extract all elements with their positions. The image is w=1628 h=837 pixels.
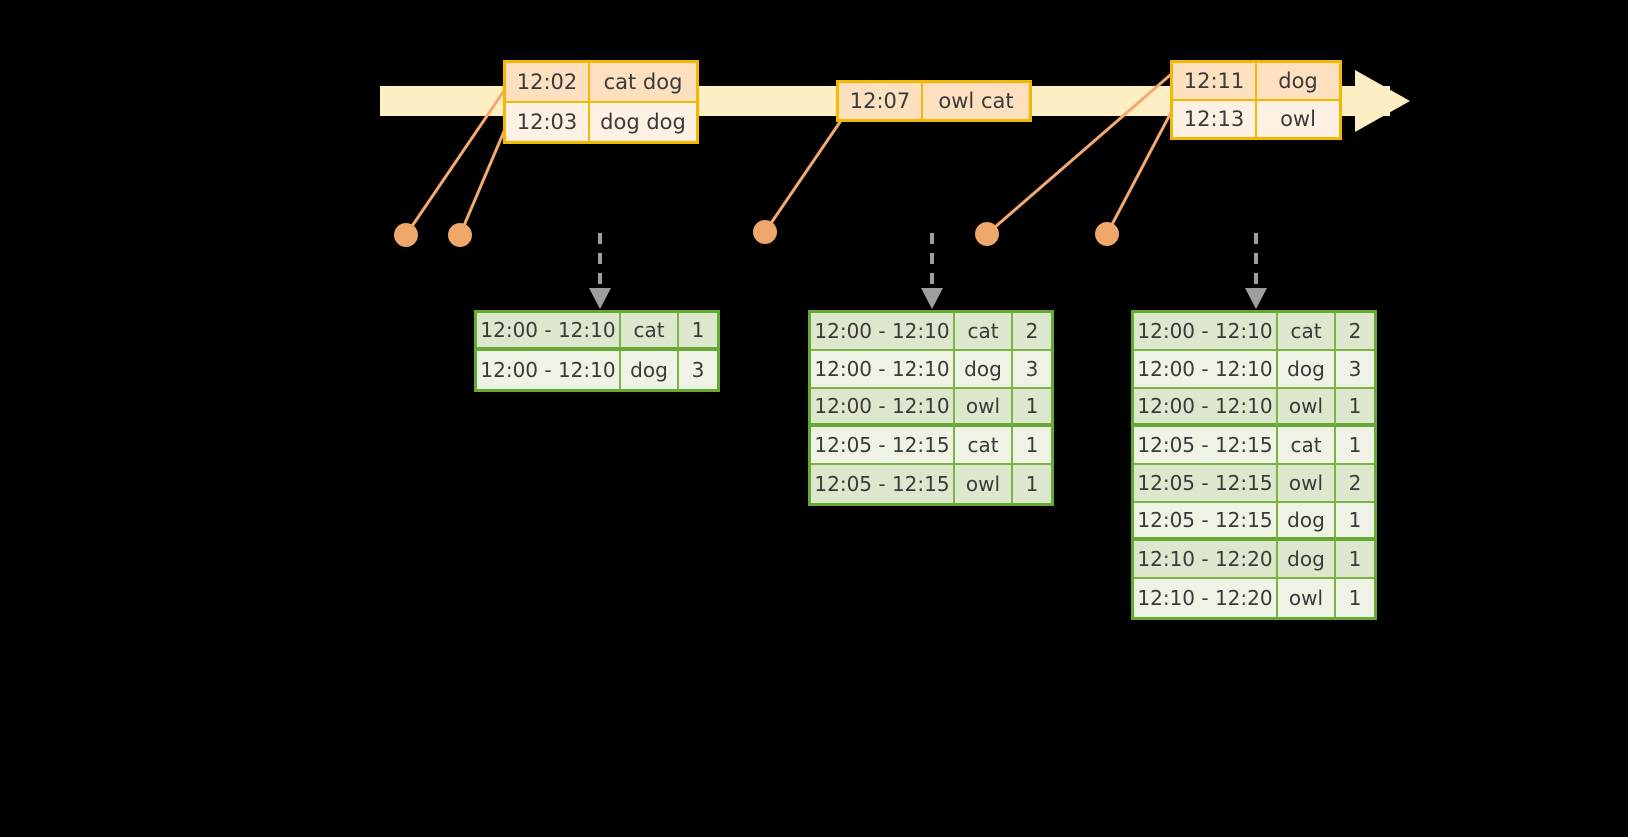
emit-arrow-2 <box>921 233 943 309</box>
count-cell: 1 <box>679 313 717 351</box>
dot-1 <box>394 223 418 247</box>
word-cell: cat <box>621 313 679 351</box>
event-group-2: 12:07 owl cat <box>836 80 1032 122</box>
count-cell: 1 <box>1336 579 1374 617</box>
event-timestamp: 12:02 <box>506 63 590 101</box>
count-cell: 1 <box>1336 503 1374 541</box>
window-cell: 12:05 - 12:15 <box>1134 427 1278 465</box>
table-row: 12:10 - 12:20 owl 1 <box>1134 579 1374 617</box>
dot-2 <box>448 223 472 247</box>
word-cell: cat <box>1278 427 1336 465</box>
window-cell: 12:00 - 12:10 <box>477 351 621 389</box>
event-timestamp: 12:11 <box>1173 63 1257 99</box>
event-row: 12:11 dog <box>1173 63 1339 99</box>
event-row: 12:07 owl cat <box>839 83 1029 119</box>
count-cell: 1 <box>1013 427 1051 465</box>
emit-arrow-1 <box>589 233 611 309</box>
event-row: 12:03 dog dog <box>506 101 696 141</box>
dot-5 <box>1095 222 1119 246</box>
count-cell: 3 <box>679 351 717 389</box>
event-words: owl <box>1257 101 1339 137</box>
window-cell: 12:10 - 12:20 <box>1134 541 1278 579</box>
event-words: dog <box>1257 63 1339 99</box>
count-cell: 1 <box>1336 427 1374 465</box>
count-cell: 3 <box>1013 351 1051 389</box>
window-cell: 12:00 - 12:10 <box>811 351 955 389</box>
word-cell: cat <box>955 427 1013 465</box>
word-cell: owl <box>1278 579 1336 617</box>
event-words: owl cat <box>923 83 1029 119</box>
word-cell: dog <box>955 351 1013 389</box>
window-cell: 12:05 - 12:15 <box>811 427 955 465</box>
table-row: 12:00 - 12:10 cat 1 <box>477 313 717 351</box>
word-cell: dog <box>1278 503 1336 541</box>
count-cell: 2 <box>1336 313 1374 351</box>
count-cell: 2 <box>1336 465 1374 503</box>
table-row: 12:00 - 12:10 dog 3 <box>1134 351 1374 389</box>
event-words: dog dog <box>590 103 696 141</box>
count-cell: 3 <box>1336 351 1374 389</box>
window-cell: 12:00 - 12:10 <box>811 313 955 351</box>
table-row: 12:00 - 12:10 cat 2 <box>811 313 1051 351</box>
count-cell: 2 <box>1013 313 1051 351</box>
count-cell: 1 <box>1013 465 1051 503</box>
event-words: cat dog <box>590 63 696 101</box>
result-table-2: 12:00 - 12:10 cat 2 12:00 - 12:10 dog 3 … <box>808 310 1054 506</box>
window-cell: 12:05 - 12:15 <box>1134 503 1278 541</box>
word-cell: owl <box>955 389 1013 427</box>
count-cell: 1 <box>1013 389 1051 427</box>
word-cell: owl <box>955 465 1013 503</box>
word-cell: owl <box>1278 389 1336 427</box>
window-cell: 12:10 - 12:20 <box>1134 579 1278 617</box>
processing-time-dots <box>394 220 1119 247</box>
table-row: 12:05 - 12:15 owl 2 <box>1134 465 1374 503</box>
word-cell: owl <box>1278 465 1336 503</box>
event-timestamp: 12:07 <box>839 83 923 119</box>
table-row: 12:00 - 12:10 owl 1 <box>1134 389 1374 427</box>
table-row: 12:05 - 12:15 cat 1 <box>811 427 1051 465</box>
window-cell: 12:05 - 12:15 <box>811 465 955 503</box>
word-cell: dog <box>621 351 679 389</box>
window-cell: 12:05 - 12:15 <box>1134 465 1278 503</box>
count-cell: 1 <box>1336 541 1374 579</box>
event-group-1: 12:02 cat dog 12:03 dog dog <box>503 60 699 144</box>
table-row: 12:05 - 12:15 owl 1 <box>811 465 1051 503</box>
table-row: 12:00 - 12:10 cat 2 <box>1134 313 1374 351</box>
count-cell: 1 <box>1336 389 1374 427</box>
word-cell: cat <box>1278 313 1336 351</box>
word-cell: cat <box>955 313 1013 351</box>
word-cell: dog <box>1278 351 1336 389</box>
table-row: 12:00 - 12:10 dog 3 <box>477 351 717 389</box>
event-timestamp: 12:03 <box>506 103 590 141</box>
window-cell: 12:00 - 12:10 <box>1134 389 1278 427</box>
event-row: 12:13 owl <box>1173 99 1339 137</box>
result-table-3: 12:00 - 12:10 cat 2 12:00 - 12:10 dog 3 … <box>1131 310 1377 620</box>
table-row: 12:05 - 12:15 dog 1 <box>1134 503 1374 541</box>
table-row: 12:00 - 12:10 dog 3 <box>811 351 1051 389</box>
event-row: 12:02 cat dog <box>506 63 696 101</box>
event-timestamp: 12:13 <box>1173 101 1257 137</box>
emit-arrows <box>589 233 1267 309</box>
word-cell: dog <box>1278 541 1336 579</box>
emit-arrow-3 <box>1245 233 1267 309</box>
dot-4 <box>975 222 999 246</box>
window-cell: 12:00 - 12:10 <box>477 313 621 351</box>
result-table-1: 12:00 - 12:10 cat 1 12:00 - 12:10 dog 3 <box>474 310 720 392</box>
window-cell: 12:00 - 12:10 <box>811 389 955 427</box>
dot-3 <box>753 220 777 244</box>
event-group-3: 12:11 dog 12:13 owl <box>1170 60 1342 140</box>
window-cell: 12:00 - 12:10 <box>1134 313 1278 351</box>
table-row: 12:05 - 12:15 cat 1 <box>1134 427 1374 465</box>
window-cell: 12:00 - 12:10 <box>1134 351 1278 389</box>
table-row: 12:00 - 12:10 owl 1 <box>811 389 1051 427</box>
table-row: 12:10 - 12:20 dog 1 <box>1134 541 1374 579</box>
